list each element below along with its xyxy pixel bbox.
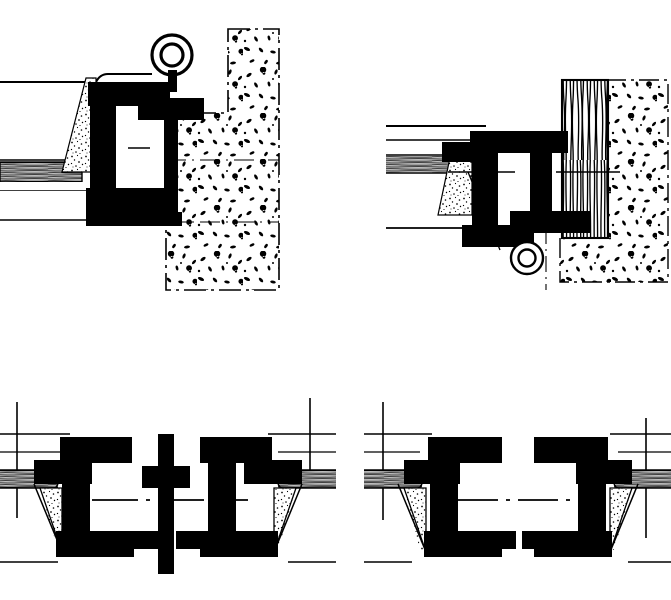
mortar-wedge-right — [609, 483, 639, 553]
central-post — [142, 434, 190, 574]
steel-tee-bracket — [510, 131, 590, 233]
steel-i-beam-primary — [86, 82, 182, 226]
steel-i-beam-left — [404, 437, 516, 557]
panel-top-right — [386, 78, 669, 290]
bolt-head-circle — [150, 33, 194, 92]
steel-i-beam-right — [176, 437, 302, 557]
concrete-wall — [165, 28, 280, 291]
mortar-wedge-right — [273, 483, 303, 553]
bolt-shank — [168, 70, 177, 92]
steel-tee-bracket — [138, 82, 204, 216]
panel-bottom-left — [0, 398, 336, 574]
construction-lines — [0, 398, 336, 563]
construction-lines — [364, 402, 671, 563]
panel-top-left — [0, 28, 280, 291]
bolt-head-circle — [509, 240, 545, 276]
steel-i-beam-left — [34, 437, 160, 557]
steel-i-beam-right — [522, 437, 632, 557]
panel-bottom-right — [364, 402, 671, 563]
mortar-wedge-left — [397, 483, 427, 553]
slab-outline — [386, 125, 486, 229]
